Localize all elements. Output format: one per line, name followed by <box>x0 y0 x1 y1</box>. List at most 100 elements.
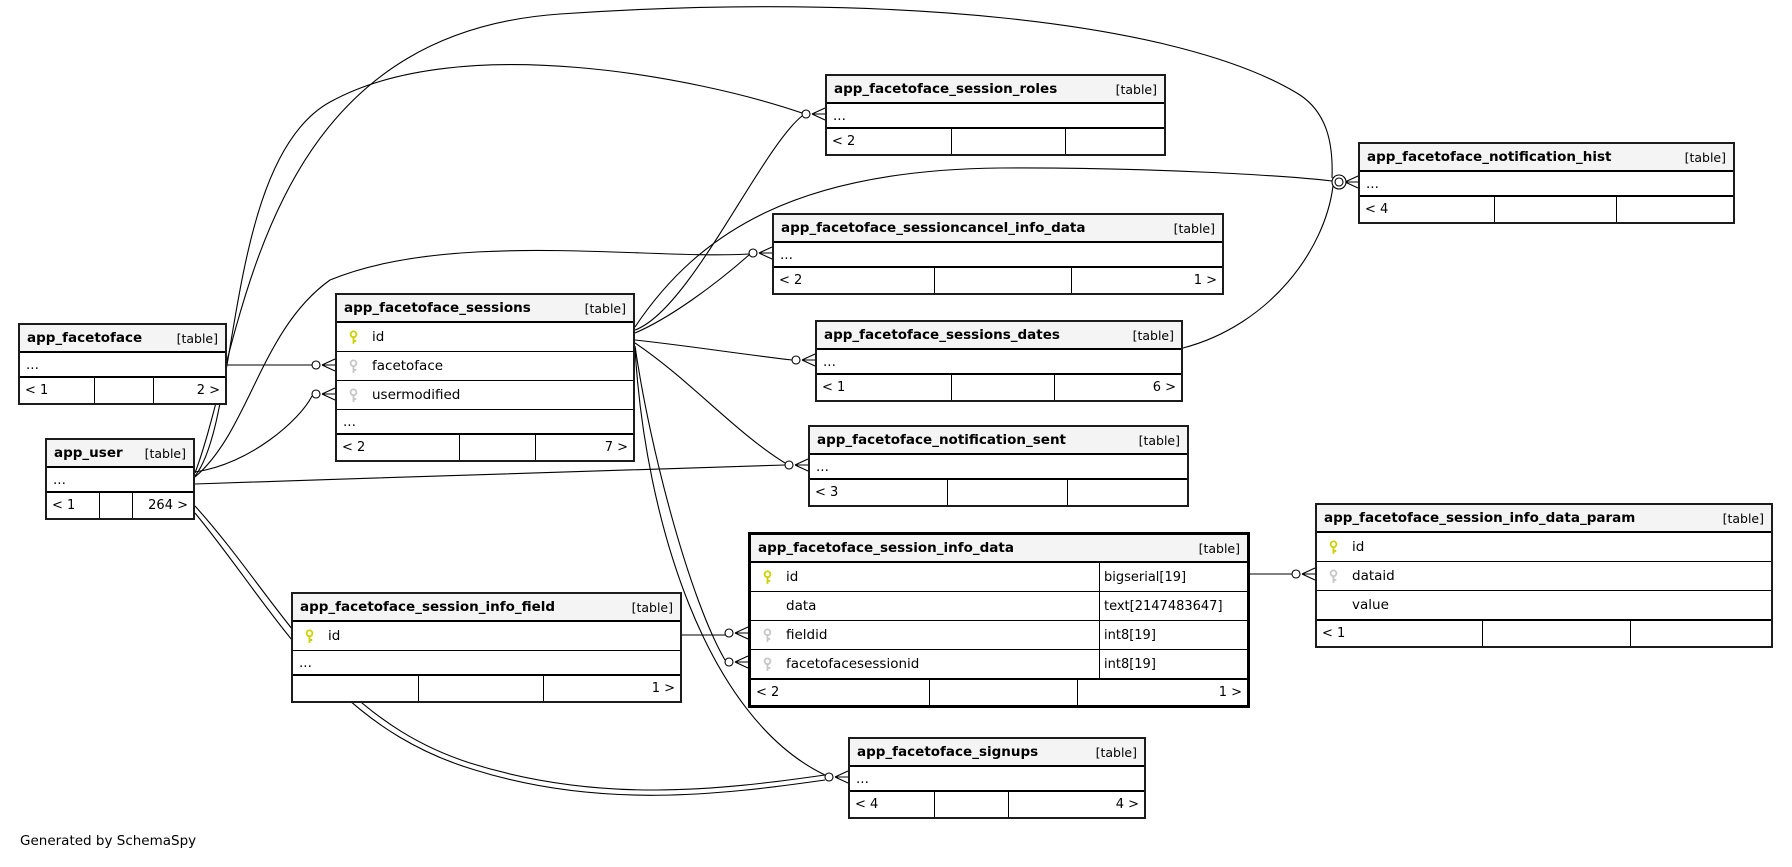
footer-children: 6 > <box>1054 375 1181 400</box>
footer-mid <box>947 480 1067 505</box>
column-name: id <box>786 569 799 585</box>
table-tag: [table] <box>631 599 673 615</box>
table-footer: < 4 <box>1360 196 1733 222</box>
table-footer: < 1 264 > <box>47 492 193 518</box>
foreign-key-icon <box>349 358 358 373</box>
table-app-facetoface-session-info-data[interactable]: app_facetoface_session_info_data[table] … <box>748 532 1250 708</box>
table-app-facetoface-session-roles[interactable]: app_facetoface_session_roles[table] ... … <box>825 74 1166 156</box>
footer-parents: < 4 <box>855 797 879 812</box>
footer-children <box>1616 197 1733 222</box>
footer-parents <box>293 676 418 701</box>
table-footer: < 2 7 > <box>337 434 633 460</box>
column-name: value <box>1352 597 1389 613</box>
table-tag: [table] <box>1095 744 1137 760</box>
footer-children: 264 > <box>132 493 193 518</box>
table-tag: [table] <box>144 445 186 461</box>
column-name: usermodified <box>372 387 461 403</box>
footer-mid <box>94 378 152 403</box>
table-title: app_facetoface_notification_hist <box>1367 149 1612 165</box>
footer-mid <box>1494 197 1616 222</box>
table-footer: < 3 <box>810 479 1187 505</box>
footer-mid <box>459 435 535 460</box>
ellipsis-row: ... <box>337 410 633 434</box>
footer-parents: < 2 <box>756 685 780 700</box>
footer-parents: < 1 <box>822 380 846 395</box>
footer-mid <box>929 680 1077 705</box>
column-name: facetoface <box>372 358 444 374</box>
table-app-facetoface[interactable]: app_facetoface [table] ... < 1 2 > <box>18 323 227 405</box>
column-type: int8[19] <box>1099 650 1241 678</box>
footer-children: 7 > <box>535 435 633 460</box>
table-tag: [table] <box>1722 510 1764 526</box>
table-footer: < 1 6 > <box>817 374 1181 400</box>
table-app-user[interactable]: app_user [table] ... < 1 264 > <box>45 438 195 520</box>
table-title: app_facetoface_sessioncancel_info_data <box>781 220 1086 236</box>
table-tag: [table] <box>1138 432 1180 448</box>
ellipsis-row: ... <box>47 468 193 492</box>
table-footer: < 1 2 > <box>20 377 225 403</box>
table-tag: [table] <box>1173 220 1215 236</box>
table-footer: 1 > <box>293 675 680 701</box>
column-type: bigserial[19] <box>1099 563 1241 591</box>
ellipsis-row: ... <box>774 243 1222 267</box>
foreign-key-icon <box>763 656 772 671</box>
table-title: app_facetoface_session_info_data_param <box>1324 510 1636 526</box>
foreign-key-icon <box>1329 568 1338 583</box>
footer-mid <box>99 493 132 518</box>
footer-mid <box>418 676 543 701</box>
table-app-facetoface-session-info-data-param[interactable]: app_facetoface_session_info_data_param [t… <box>1315 503 1773 648</box>
table-app-facetoface-sessioncancel-info-data[interactable]: app_facetoface_sessioncancel_info_data [t… <box>772 213 1224 295</box>
column-row: dataid <box>1317 562 1771 591</box>
table-app-facetoface-notification-hist[interactable]: app_facetoface_notification_hist[table] … <box>1358 142 1735 224</box>
table-tag: [table] <box>176 330 218 346</box>
column-row: facetoface <box>337 352 633 381</box>
generated-by-note: Generated by SchemaSpy <box>20 833 197 849</box>
footer-parents: < 2 <box>832 134 856 149</box>
table-app-facetoface-signups[interactable]: app_facetoface_signups[table] ... < 4 4 … <box>848 737 1146 819</box>
primary-key-icon <box>763 569 772 584</box>
footer-parents: < 1 <box>1322 626 1346 641</box>
ellipsis-row: ... <box>293 651 680 675</box>
footer-parents: < 2 <box>342 440 366 455</box>
ellipsis-row: ... <box>817 350 1181 374</box>
footer-parents: < 1 <box>25 383 49 398</box>
table-title: app_facetoface_session_info_data <box>758 540 1014 556</box>
column-name: fieldid <box>786 627 828 643</box>
column-name: id <box>372 329 385 345</box>
table-title: app_facetoface_session_info_field <box>300 599 556 615</box>
table-tag: [table] <box>1132 327 1174 343</box>
table-title: app_facetoface <box>27 330 143 346</box>
table-app-facetoface-session-info-field[interactable]: app_facetoface_session_info_field [table]… <box>291 592 682 703</box>
footer-children <box>1065 129 1164 154</box>
footer-parents: < 1 <box>52 498 76 513</box>
column-name: facetofacesessionid <box>786 656 920 672</box>
column-row: usermodified <box>337 381 633 410</box>
footer-children: 1 > <box>543 676 680 701</box>
table-app-facetoface-sessions-dates[interactable]: app_facetoface_sessions_dates[table] ...… <box>815 320 1183 402</box>
column-row: id <box>1317 533 1771 562</box>
primary-key-icon <box>1329 539 1338 554</box>
primary-key-icon <box>349 329 358 344</box>
column-row: data text[2147483647] <box>751 592 1247 621</box>
ellipsis-row: ... <box>850 767 1144 791</box>
table-tag: [table] <box>1198 540 1240 556</box>
table-footer: < 2 1 > <box>774 267 1222 293</box>
primary-key-icon <box>305 628 314 643</box>
table-title: app_facetoface_session_roles <box>834 81 1058 97</box>
column-name: id <box>1352 539 1365 555</box>
column-row: id bigserial[19] <box>751 563 1247 592</box>
ellipsis-row: ... <box>20 353 225 377</box>
footer-children <box>1067 480 1187 505</box>
footer-mid <box>1482 621 1630 646</box>
table-app-facetoface-sessions[interactable]: app_facetoface_sessions[table] id faceto… <box>335 293 635 462</box>
footer-children: 2 > <box>152 378 225 403</box>
table-title: app_user <box>54 445 123 461</box>
table-app-facetoface-notification-sent[interactable]: app_facetoface_notification_sent[table] … <box>808 425 1189 507</box>
column-type: int8[19] <box>1099 621 1241 649</box>
table-footer: < 2 <box>827 128 1164 154</box>
table-title: app_facetoface_notification_sent <box>817 432 1067 448</box>
footer-parents: < 3 <box>815 485 839 500</box>
footer-children <box>1630 621 1771 646</box>
foreign-key-icon <box>763 627 772 642</box>
